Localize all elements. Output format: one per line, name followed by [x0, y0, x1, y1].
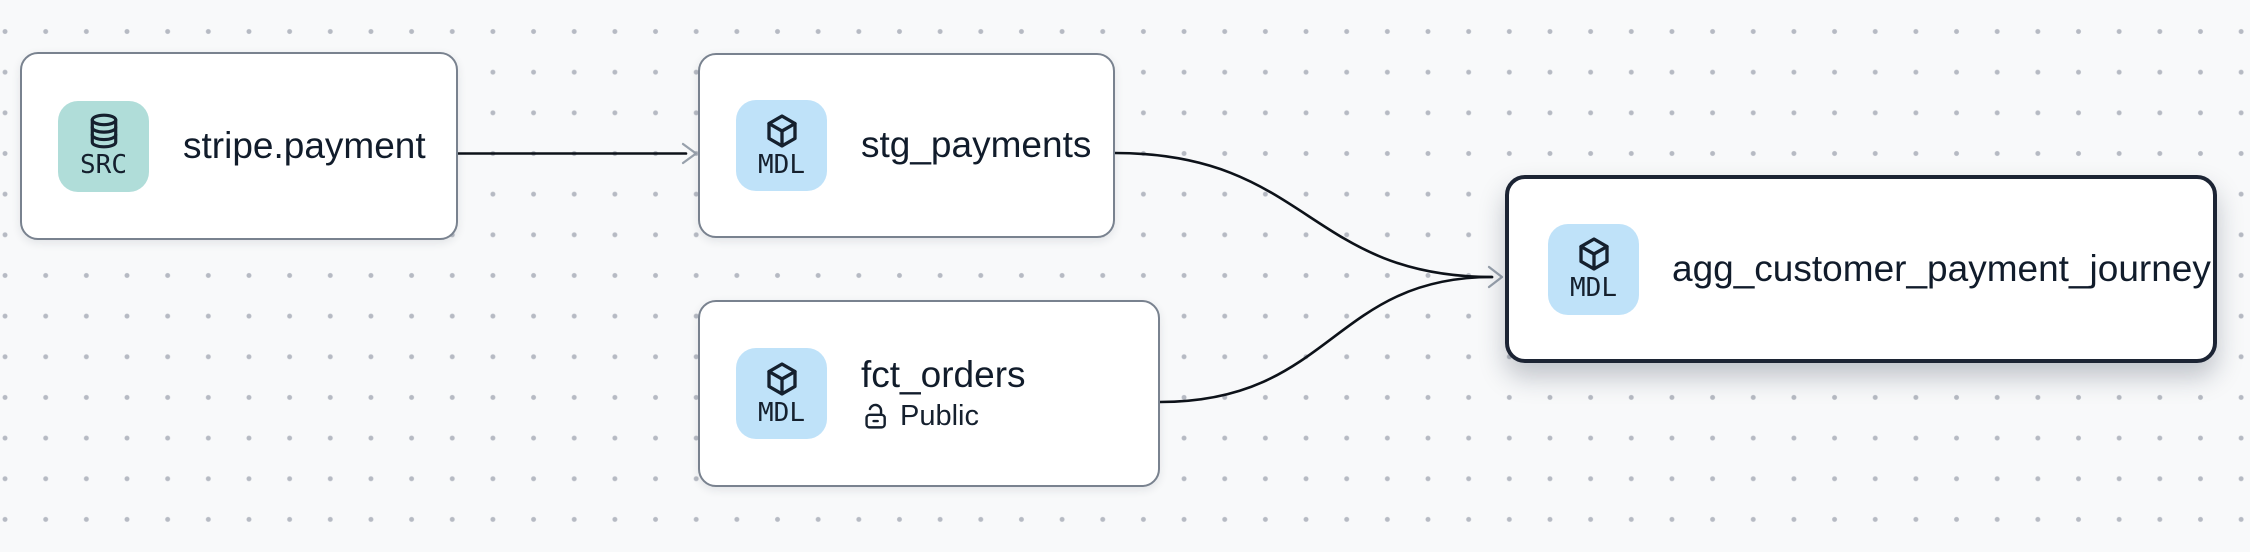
node-label: fct_orders	[861, 353, 1026, 395]
badge-label: MDL	[758, 149, 805, 180]
badge-label: MDL	[1570, 273, 1617, 304]
model-type-badge: MDL	[1548, 223, 1639, 315]
badge-label: SRC	[80, 150, 127, 181]
model-type-badge: MDL	[736, 100, 827, 191]
node-label: stg_payments	[861, 124, 1092, 166]
database-icon	[90, 113, 117, 149]
model-type-badge: MDL	[736, 348, 827, 439]
cube-icon	[1578, 237, 1609, 271]
node-label: stripe.payment	[183, 124, 426, 166]
edge-stg-payments-to-agg-customer-payment-journey[interactable]	[1113, 151, 1494, 279]
arrowhead-stg-payments	[681, 142, 698, 165]
node-stripe-payment[interactable]: SRC stripe.payment	[20, 52, 458, 240]
edge-fct-orders-to-agg-customer-payment-journey[interactable]	[1158, 275, 1494, 404]
node-label: agg_customer_payment_journey	[1672, 247, 2211, 289]
node-text-block: fct_orders Public	[861, 353, 1026, 434]
arrowhead-agg-customer-payment-journey	[1487, 265, 1504, 289]
unlock-icon	[865, 403, 886, 429]
node-agg-customer-payment-journey[interactable]: MDL agg_customer_payment_journey	[1505, 175, 2217, 363]
node-fct-orders[interactable]: MDL fct_orders Public	[698, 300, 1160, 487]
visibility-label: Public	[900, 400, 979, 433]
visibility-row: Public	[861, 399, 1026, 434]
cube-icon	[766, 114, 797, 148]
source-type-badge: SRC	[58, 100, 149, 192]
node-stg-payments[interactable]: MDL stg_payments	[698, 53, 1115, 238]
cube-icon	[766, 362, 797, 396]
badge-label: MDL	[758, 397, 805, 428]
